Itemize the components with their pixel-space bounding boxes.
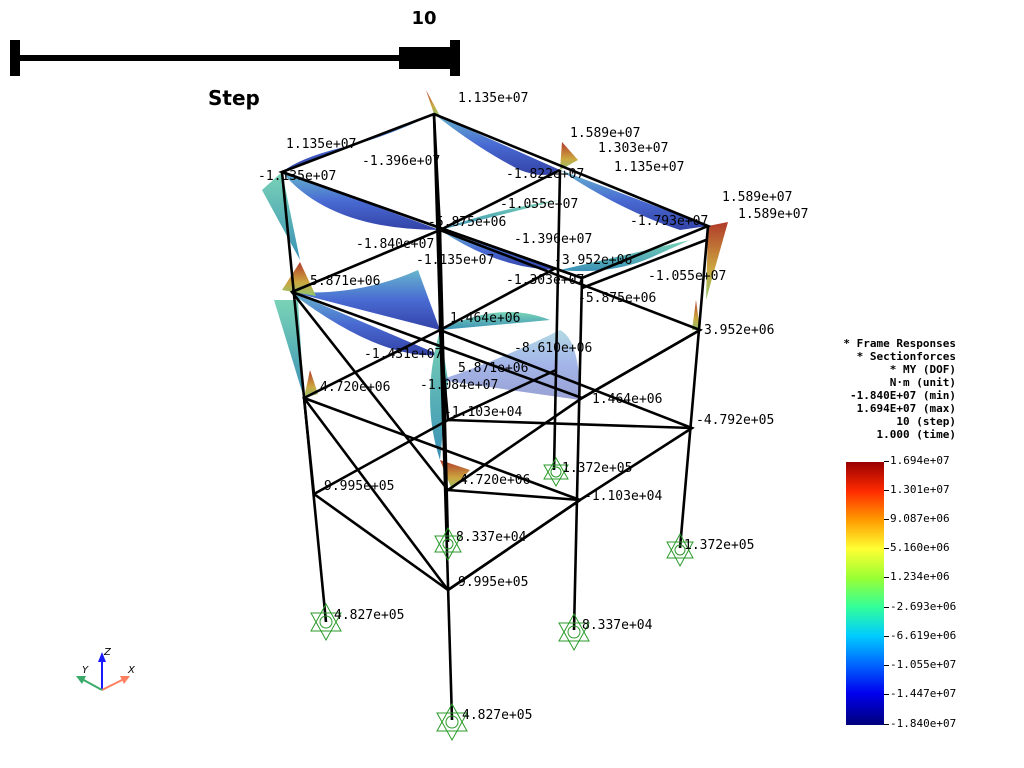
value-label: 1.464e+06 [450,311,520,326]
colorbar-tick: 1.694e+07 [884,454,950,467]
value-label: 4.827e+05 [462,708,532,723]
value-label: -8.610e+06 [514,341,592,356]
value-label: -1.055e+07 [648,269,726,284]
colorbar-tick: -2.693e+06 [884,600,956,613]
legend-line: 10 (step) [896,415,956,428]
value-label: -1.396e+07 [362,154,440,169]
colorbar-tick: -6.619e+06 [884,629,956,642]
value-label: 9.995e+05 [458,575,528,590]
colorbar-tick: -1.447e+07 [884,687,956,700]
value-label: 8.337e+04 [582,618,653,633]
value-label: 1.589e+07 [722,190,792,205]
orientation-axes: Z X Y [76,647,136,691]
colorbar-ticks: 1.694e+07 1.301e+07 9.087e+06 5.160e+06 … [884,452,964,742]
legend-info: * Frame Responses * Sectionforces * MY (… [800,337,956,441]
value-label: -1.103e+04 [584,489,662,504]
value-label: 4.720e+06 [460,473,530,488]
value-label: 4.827e+05 [334,608,404,623]
value-label: 1.372e+05 [684,538,754,553]
axis-label-y: Y [82,665,89,676]
legend-line: N·m (unit) [889,376,956,389]
value-label: -1.135e+07 [258,169,336,184]
frame-structure [278,112,712,721]
value-label: -4.792e+05 [696,413,774,428]
value-label: -1.793e+07 [630,214,708,229]
value-label: 1.589e+07 [738,207,808,222]
value-label: 1.135e+07 [286,137,356,152]
legend-line: * Sectionforces [856,350,956,363]
value-label: -1.303e+07 [506,273,584,288]
colorbar [846,462,884,725]
value-label: 5.871e+06 [310,274,380,289]
legend-line: 1.000 (time) [876,428,956,441]
value-label: -1.840e+07 [356,237,434,252]
value-labels: 1.135e+07 1.135e+07 -1.396e+07 -1.135e+0… [258,91,808,723]
value-label: -1.396e+07 [514,232,592,247]
value-label: 1.303e+07 [598,141,668,156]
value-label: 8.337e+04 [456,530,527,545]
value-label: 4.720e+06 [320,380,390,395]
colorbar-tick: -1.055e+07 [884,658,956,671]
value-label: 1.464e+06 [592,392,662,407]
colorbar-tick: -1.840e+07 [884,717,956,730]
value-label: 5.871e+06 [458,361,528,376]
value-label: -1.103e+04 [444,405,522,420]
step-slider-title: Step [208,86,260,110]
colorbar-tick: 1.301e+07 [884,483,950,496]
value-label: 1.589e+07 [570,126,640,141]
legend-line: * MY (DOF) [889,363,956,376]
value-label: 3.952e+06 [704,323,774,338]
value-label: 9.995e+05 [324,479,394,494]
value-label: -3.952e+06 [554,253,632,268]
colorbar-tick: 5.160e+06 [884,541,950,554]
legend-line: -1.840E+07 (min) [850,389,956,402]
value-label: 1.135e+07 [614,160,684,175]
value-label: -1.431e+07 [364,347,442,362]
colorbar-tick: 9.087e+06 [884,512,950,525]
legend-line: 1.694E+07 (max) [856,402,956,415]
step-value: 10 [411,8,437,29]
value-label: -5.875e+06 [428,215,506,230]
value-label: -1.084e+07 [420,378,498,393]
value-label: 1.372e+05 [562,461,632,476]
legend-line: * Frame Responses [843,337,956,350]
value-label: 1.135e+07 [458,91,528,106]
value-label: -1.135e+07 [416,253,494,268]
step-slider[interactable] [10,40,460,76]
value-label: -5.875e+06 [578,291,656,306]
step-slider-handle[interactable] [399,47,453,69]
value-label: -1.822e+07 [506,167,584,182]
colorbar-tick: 1.234e+06 [884,570,950,583]
supports [310,456,694,742]
axis-label-x: X [127,665,136,676]
value-label: -1.055e+07 [500,197,578,212]
axis-label-z: Z [103,647,112,658]
